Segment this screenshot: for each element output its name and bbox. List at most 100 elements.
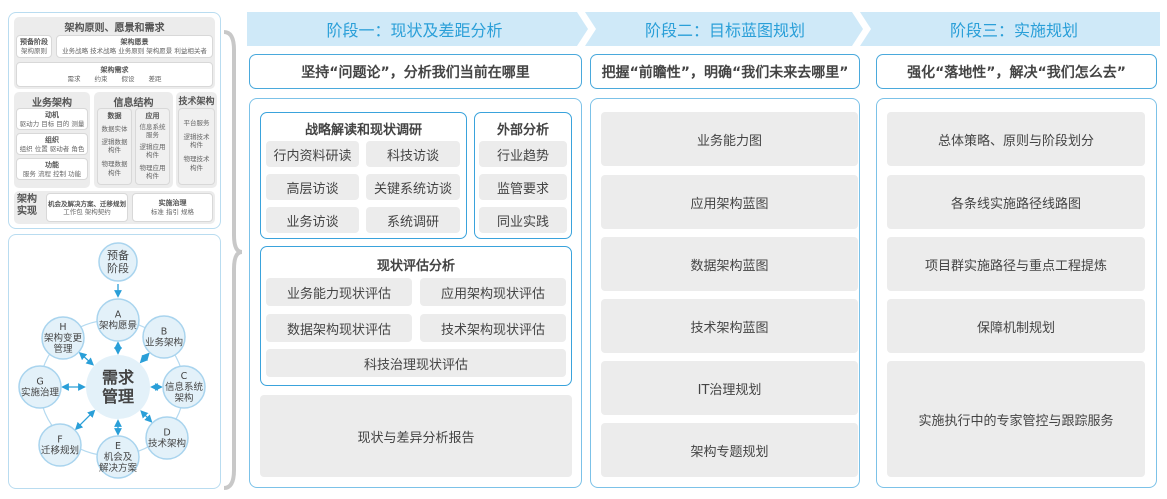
assessment-item: 数据架构现状评估 xyxy=(266,314,412,342)
tech-arch-section: 技术架构 平台服务 逻辑技术构件 物理技术构件 xyxy=(176,92,217,188)
external-item: 行业趋势 xyxy=(479,141,567,167)
stage-2-panel xyxy=(590,98,860,488)
impl-title: 架构实现 xyxy=(17,194,37,217)
phase-label: 信息系统 xyxy=(165,381,204,393)
app-item: 物理应用构件 xyxy=(139,163,166,180)
bidirectional-arrow-icon xyxy=(140,410,153,423)
stage-1-subtitle: 坚持“问题论”，分析我们当前在哪里 xyxy=(249,54,582,89)
tech-column: 平台服务 逻辑技术构件 物理技术构件 xyxy=(178,108,215,185)
req-item: 需求 xyxy=(67,75,81,84)
vision-box: 架构愿景业务战略 技术战略 业务原则 架构愿景 利益相关者 xyxy=(56,35,213,58)
gov-items: 标准 指引 规格 xyxy=(150,208,195,217)
tech-item: 平台服务 xyxy=(183,119,210,127)
strategy-item: 系统调研 xyxy=(366,207,460,233)
phase-letter: C xyxy=(181,371,188,382)
phase-letter: H xyxy=(59,322,66,333)
assessment-title: 现状评估分析 xyxy=(376,259,455,274)
phase-label: 管理 xyxy=(53,343,73,355)
stage-2-chevron xyxy=(585,12,863,46)
center-requirements-management xyxy=(86,355,150,419)
stage-3-item: 实施执行中的专家管控与跟踪服务 xyxy=(887,361,1145,477)
group-items: 组织 位置 驱动者 角色 xyxy=(19,144,85,153)
prelim-box: 预备阶段架构原则 xyxy=(16,35,52,58)
req-item: 约束 xyxy=(94,75,108,84)
phase-letter: E xyxy=(115,441,121,452)
togaf-content-panel: 架构原则、愿景和需求 预备阶段架构原则 架构愿景业务战略 技术战略 业务原则 架… xyxy=(8,12,221,229)
phase-letter: A xyxy=(115,310,122,321)
bidirectional-arrow-icon xyxy=(78,352,95,366)
strategy-box: 战略解读和现状调研 xyxy=(260,112,467,239)
app-item: 信息系统服务 xyxy=(139,123,166,140)
business-arch-section: 业务架构 动机驱动力 目标 目的 测量 组织组织 位置 驱动者 角色 功能服务 … xyxy=(14,92,90,188)
group-title: 组织 xyxy=(45,135,59,144)
brace-icon xyxy=(223,30,243,490)
phase-label: 架构 xyxy=(174,392,193,404)
business-title: 业务架构 xyxy=(32,98,72,109)
strategy-title: 战略解读和现状调研 xyxy=(304,123,422,138)
group-items: 服务 流程 控制 功能 xyxy=(22,169,82,178)
app-column: 应用 信息系统服务 逻辑应用构件 物理应用构件 xyxy=(135,108,170,185)
stage-3-chevron xyxy=(860,12,1160,46)
phase-label: 解决方案 xyxy=(99,462,138,474)
data-item: 数据实体 xyxy=(101,125,128,133)
group-items: 驱动力 目标 目的 测量 xyxy=(19,119,85,128)
strategy-item: 行内资料研读 xyxy=(266,141,359,167)
stage-2-item: 业务能力图 xyxy=(601,112,858,166)
phase-label: 机会及 xyxy=(104,451,133,463)
center-requirements-management-label: 需求管理 xyxy=(101,368,134,406)
stage-2-item: 架构专题规划 xyxy=(601,423,858,477)
adm-cycle-diagram: 预备阶段A架构愿景B业务架构C信息系统架构D技术架构E机会及解决方案F迁移规划G… xyxy=(18,242,206,479)
phase-label: 实施治理 xyxy=(21,387,60,399)
vision-items: 业务战略 技术战略 业务原则 架构愿景 利益相关者 xyxy=(62,47,207,56)
req-item: 假设 xyxy=(121,75,135,84)
governance-box: 实施治理标准 指引 规格 xyxy=(132,193,213,222)
assessment-item: 科技治理现状评估 xyxy=(266,349,566,377)
prelim-title: 预备阶段 xyxy=(20,38,48,47)
stage-2-item: IT治理规划 xyxy=(601,361,858,415)
opp-items: 工作包 架构契约 xyxy=(63,208,111,217)
stage-1-title: 阶段一：现状及差距分析 xyxy=(326,21,503,40)
external-item: 同业实践 xyxy=(479,207,567,233)
stage-3-item: 项目群实施路径与重点工程提炼 xyxy=(887,237,1145,291)
assessment-item: 业务能力现状评估 xyxy=(266,278,412,306)
assessment-item: 应用架构现状评估 xyxy=(420,278,566,306)
group-title: 功能 xyxy=(45,160,59,169)
prelim-label: 预备 xyxy=(107,248,129,262)
data-column: 数据 数据实体 逻辑数据构件 物理数据构件 xyxy=(97,108,132,185)
strategy-item: 高层访谈 xyxy=(266,174,359,200)
data-item: 物理数据构件 xyxy=(101,160,128,177)
external-item: 监管要求 xyxy=(479,174,567,200)
stage-3-item: 各条线实施路径线路图 xyxy=(887,175,1145,229)
vision-title: 架构愿景 xyxy=(120,38,149,47)
business-group: 功能服务 流程 控制 功能 xyxy=(16,158,88,180)
req-item: 差距 xyxy=(148,75,162,84)
principles-title: 架构原则、愿景和需求 xyxy=(64,23,165,34)
bidirectional-arrow-icon xyxy=(74,409,96,431)
strategy-item: 关键系统访谈 xyxy=(366,174,460,200)
external-box: 外部分析 xyxy=(474,112,572,239)
info-title: 信息结构 xyxy=(113,98,154,109)
phase-letter: D xyxy=(163,428,170,439)
phase-label: 技术架构 xyxy=(148,438,186,450)
info-arch-section: 信息结构 数据 数据实体 逻辑数据构件 物理数据构件 应用 信息系统服务 逻辑应… xyxy=(94,92,173,188)
phase-letter: F xyxy=(57,435,62,446)
group-title: 动机 xyxy=(45,110,59,119)
phase-label: 架构愿景 xyxy=(99,320,137,332)
req-title: 架构需求 xyxy=(100,66,129,75)
stage-2-subtitle: 把握“前瞻性”，明确“我们未来去哪里” xyxy=(590,54,860,89)
phase-label: 迁移规划 xyxy=(41,445,79,457)
tech-item: 逻辑技术构件 xyxy=(183,133,210,150)
stage-1-chevron xyxy=(247,12,588,46)
phase-letter: B xyxy=(161,327,168,338)
strategy-item: 业务访谈 xyxy=(266,207,359,233)
opp-title: 机会及解决方案、迁移规划 xyxy=(48,200,126,209)
stage-3-panel xyxy=(876,98,1157,488)
gov-title: 实施治理 xyxy=(158,199,187,208)
stage-1-panel xyxy=(249,98,582,488)
stage-3-subtitle: 强化“落地性”，解决“我们怎么去” xyxy=(876,54,1157,89)
principles-section: 架构原则、愿景和需求 预备阶段架构原则 架构愿景业务战略 技术战略 业务原则 架… xyxy=(14,17,215,89)
